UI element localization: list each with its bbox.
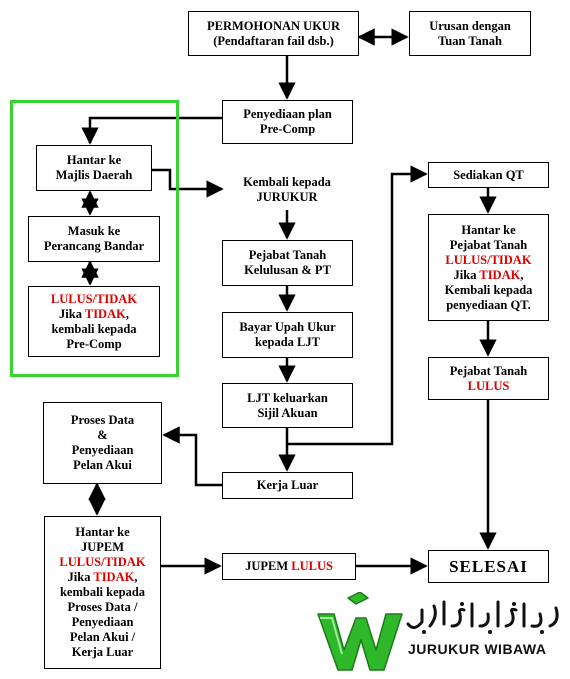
text-line: Perancang Bandar (43, 239, 145, 253)
text-tidak: TIDAK (93, 570, 135, 584)
text-line: Jika TIDAK, (68, 570, 138, 585)
jawi-script-logo-icon (406, 600, 559, 634)
box-masuk-perancang-bandar: Masuk ke Perancang Bandar (28, 216, 160, 262)
box-lulus-tidak-precomp: LULUS/TIDAK Jika TIDAK, kembali kepada P… (28, 286, 160, 357)
text-line: Hantar ke (461, 222, 516, 237)
box-hantar-jupem: Hantar ke JUPEM LULUS/TIDAK Jika TIDAK, … (44, 516, 161, 669)
box-selesai: SELESAI (428, 550, 549, 583)
text-jika: Jika (453, 267, 480, 282)
text-lulus: LULUS (291, 559, 333, 573)
box-jupem-lulus: JUPEM LULUS (222, 553, 356, 580)
box-ljt-sijil-akuan: LJT keluarkan Sijil Akuan (222, 383, 353, 428)
text-line: Kembali kepada (444, 282, 533, 297)
text-line: Masuk ke (67, 224, 121, 238)
highlight-frame (10, 100, 179, 377)
text-line: Kelulusan & PT (244, 263, 331, 277)
text-line: (Pendaftaran fail dsb.) (213, 33, 334, 48)
text-line: Sijil Akuan (257, 405, 318, 420)
logo-wordmark: JURUKUR WIBAWA (408, 641, 547, 657)
text-line: JUPEM LULUS (245, 559, 333, 574)
text-line: kembali kepada (51, 321, 137, 336)
arrow-to-sediakan-qt (287, 165, 428, 446)
text-comma: , (134, 570, 138, 584)
box-urusan-tuan-tanah: Urusan dengan Tuan Tanah (409, 11, 531, 56)
text-lulus-tidak: LULUS/TIDAK (59, 555, 146, 569)
text-line: Proses Data / (67, 600, 138, 614)
text-line: PERMOHONAN UKUR (207, 18, 340, 33)
text-line: JURUKUR (256, 190, 318, 204)
text-line: kepada LJT (255, 335, 320, 349)
text-line: Penyediaan plan (243, 107, 332, 121)
box-hantar-pejabat-tanah: Hantar ke Pejabat Tanah LULUS/TIDAK Jika… (428, 214, 549, 321)
text-line: Pejabat Tanah (449, 237, 528, 252)
text-tidak: TIDAK (84, 306, 126, 321)
text-line: Tuan Tanah (438, 33, 502, 48)
text-line: Majlis Daerah (55, 168, 133, 182)
text-line: Penyediaan (71, 615, 134, 629)
text-line: Hantar ke (75, 525, 130, 539)
text-line: Jika TIDAK, (454, 268, 524, 283)
text-tidak: TIDAK (479, 267, 521, 282)
text-line: Proses Data (70, 413, 135, 427)
text-line: Pelan Akui (73, 458, 132, 472)
text-line: Kerja Luar (256, 478, 319, 492)
text-line: Hantar ke (66, 153, 122, 167)
text-line: Sediakan QT (453, 167, 524, 182)
text-line: Penyediaan (71, 443, 134, 457)
text-comma: , (520, 267, 524, 282)
text-jika: Jika (59, 306, 85, 321)
box-pejabat-tanah-kelulusan: Pejabat Tanah Kelulusan & PT (222, 240, 353, 286)
box-permohonan-ukur: PERMOHONAN UKUR (Pendaftaran fail dsb.) (188, 11, 359, 56)
text-line: Pelan Akui / (69, 630, 136, 644)
text-line: Bayar Upah Ukur (239, 320, 336, 334)
text-lulus: LULUS (467, 378, 510, 393)
box-kerja-luar: Kerja Luar (222, 472, 353, 499)
text-jika: Jika (67, 570, 94, 584)
box-pejabat-tanah-lulus: Pejabat Tanah LULUS (428, 357, 549, 400)
text-line: Jika TIDAK, (59, 307, 129, 322)
text-line: Pejabat Tanah (449, 363, 528, 378)
arrow-majlis-kembali (152, 168, 224, 198)
text-line: Pejabat Tanah (248, 248, 327, 262)
text-comma: , (125, 306, 129, 321)
jurukur-wibawa-logo-icon (317, 592, 403, 671)
text-line: Pre-Comp (259, 122, 316, 136)
text-line: Pre-Comp (66, 336, 122, 351)
box-sediakan-qt: Sediakan QT (428, 162, 549, 188)
text-lulus-tidak: LULUS/TIDAK (50, 291, 138, 306)
text-selesai: SELESAI (449, 557, 528, 576)
text-line: LJT keluarkan (247, 390, 328, 405)
text-jupem: JUPEM (245, 559, 292, 573)
text-line: Kembali kepada (243, 175, 331, 189)
box-penyediaan-plan: Penyediaan plan Pre-Comp (222, 100, 353, 144)
text-line: penyediaan QT. (446, 297, 531, 312)
label-kembali-jurukur: Kembali kepada JURUKUR (224, 175, 350, 205)
text-line: Kerja Luar (71, 645, 134, 659)
box-bayar-upah-ukur: Bayar Upah Ukur kepada LJT (222, 312, 353, 358)
text-line: Urusan dengan (429, 18, 511, 33)
box-proses-data: Proses Data & Penyediaan Pelan Akui (43, 402, 162, 484)
text-line: & (97, 428, 108, 442)
text-line: JUPEM (80, 540, 125, 554)
text-lulus-tidak: LULUS/TIDAK (445, 252, 532, 267)
arrow-kerjaluar-proses (162, 426, 222, 487)
box-hantar-majlis-daerah: Hantar ke Majlis Daerah (36, 145, 152, 191)
text-line: kembali kepada (59, 585, 146, 599)
